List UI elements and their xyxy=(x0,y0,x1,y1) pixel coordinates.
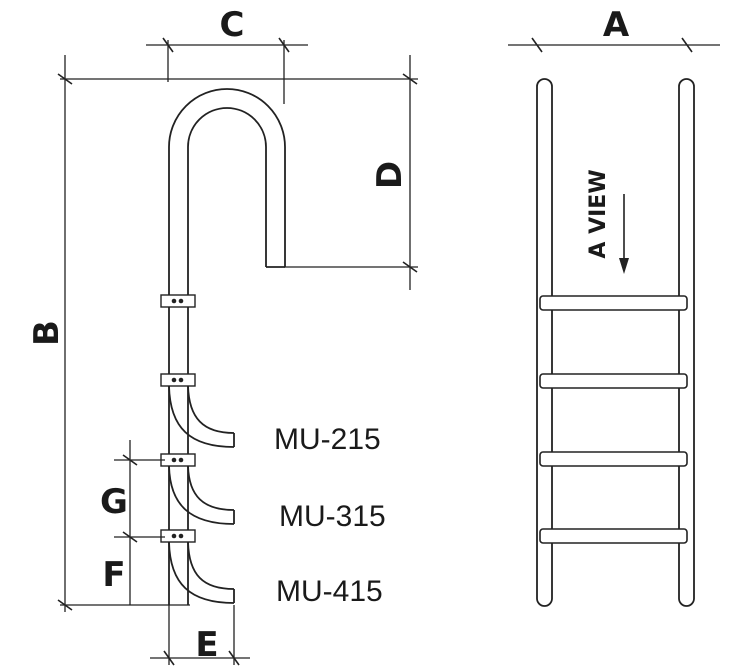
front-handrail-right xyxy=(678,78,695,607)
dimension-d: D xyxy=(284,55,418,290)
bracket xyxy=(160,453,196,467)
model-label-2: MU-315 xyxy=(279,500,386,533)
dimension-label-f: F xyxy=(102,555,125,595)
dimension-label-a: A xyxy=(603,5,630,45)
dimension-g: G xyxy=(100,440,165,530)
dimension-label-g: G xyxy=(100,482,128,522)
dimension-label-c: C xyxy=(220,5,245,45)
dimension-label-e: E xyxy=(195,625,218,665)
dimension-f: F xyxy=(102,530,165,605)
view-label: A VIEW xyxy=(586,169,611,258)
foot-curve xyxy=(168,541,235,604)
side-view: C B D xyxy=(27,5,418,666)
front-view: A A VIEW xyxy=(508,5,720,607)
tread xyxy=(539,373,688,389)
foot-curve xyxy=(168,465,235,525)
dimension-e: E xyxy=(150,605,250,666)
side-handrail xyxy=(168,88,286,605)
view-arrow-icon xyxy=(619,194,629,274)
foot-curve xyxy=(168,385,235,448)
bracket xyxy=(160,294,196,308)
bracket xyxy=(160,529,196,543)
model-label-3: MU-415 xyxy=(276,575,383,608)
tread xyxy=(539,451,688,467)
model-label-1: MU-215 xyxy=(274,423,381,456)
side-feet xyxy=(168,385,235,604)
dimension-a: A xyxy=(508,5,720,53)
tread xyxy=(539,528,688,544)
dimension-label-b: B xyxy=(27,320,67,346)
side-brackets xyxy=(160,294,196,543)
tread xyxy=(539,295,688,311)
dimension-c: C xyxy=(146,5,308,104)
dimension-label-d: D xyxy=(370,161,410,189)
front-handrail-left xyxy=(536,78,553,607)
bracket xyxy=(160,373,196,387)
